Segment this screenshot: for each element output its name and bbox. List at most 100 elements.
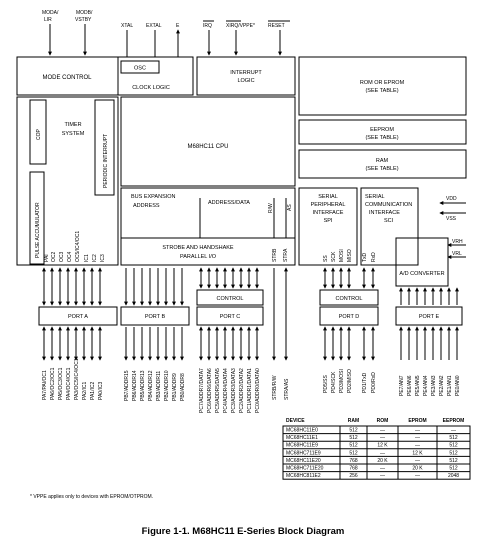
spi-label-1: SERIAL	[318, 194, 338, 200]
port-e-pin-label: PE7/AN7	[399, 375, 405, 396]
port-wire-group	[42, 267, 459, 361]
timer-signal-label: OC5/IC4/OC1	[75, 231, 81, 262]
vss-label: VSS	[446, 216, 457, 222]
port-c-pin-label: PC7/ADDR7/DATA7	[199, 368, 205, 413]
table-cell: MC68HC11E0	[286, 428, 318, 434]
table-header: ROM	[377, 418, 389, 424]
port-b-block	[120, 306, 190, 326]
pulse-accumulator-label: PULSE ACCUMULATOR	[35, 202, 41, 258]
table-cell: —	[415, 435, 420, 441]
table-header: EPROM	[408, 418, 426, 424]
table-header: DEVICE	[286, 418, 305, 424]
port-c-pin-label: PC5/ADDR5/DATA5	[215, 368, 221, 413]
timer-label-1: TIMER	[64, 122, 81, 128]
timer-system-block	[16, 96, 119, 266]
port-b-pin-label: PB3/ADDR11	[156, 371, 162, 401]
periodic-interrupt-block	[94, 99, 115, 196]
bus-exp-label-1: BUS EXPANSION	[131, 194, 176, 200]
control-d-label: CONTROL	[336, 296, 363, 302]
port-d-pin-label: PD1/TxD	[362, 372, 368, 393]
as-label: AS	[287, 204, 293, 211]
timer-signal-label: IC2	[92, 254, 98, 262]
timer-signal-label: OC4	[67, 252, 73, 263]
port-a-pin-label: PA7/PAI/OC1	[42, 370, 48, 400]
rom-label-2: (SEE TABLE)	[365, 88, 398, 94]
timer-label-2: SYSTEM	[62, 131, 85, 137]
clock-logic-label: CLOCK LOGIC	[132, 85, 170, 91]
interrupt-label-1: INTERRUPT	[230, 70, 262, 76]
cpu-block	[120, 96, 296, 187]
sci-label-2: COMMUNICATION	[365, 202, 412, 208]
table-cell: 512	[449, 450, 458, 456]
spi-signal-label: MISO	[347, 249, 353, 262]
spi-signal-label: SCK	[331, 251, 337, 262]
sci-signal-label: TxD	[362, 252, 368, 262]
table-cell: 12 K	[377, 443, 388, 449]
control-d-block	[319, 289, 379, 306]
interrupt-label-2: LOGIC	[237, 78, 254, 84]
timer-signal-label: OC3	[59, 252, 65, 263]
eeprom-label-2: (SEE TABLE)	[365, 135, 398, 141]
xirq-label: XIRQ/VPPE*	[226, 23, 255, 29]
port-b-pin-label: PB4/ADDR12	[148, 370, 154, 401]
extal-label: EXTAL	[146, 23, 162, 29]
port-e-pin-label: PE3/AN3	[431, 375, 437, 396]
timer-signal-label: IC3	[100, 254, 106, 262]
port-b-pin-label: PB7/ADDR15	[124, 370, 130, 401]
table-cell: 20 K	[412, 466, 423, 472]
table-cell: 12 K	[412, 450, 423, 456]
table-cell: 256	[349, 473, 358, 479]
port-e-pin-label: PE4/AN4	[423, 375, 429, 396]
vrh-label: VRH	[452, 239, 463, 245]
port-a-pin-label: PA3/OC5/IC4/OC1	[74, 358, 80, 400]
port-c-block	[196, 306, 264, 326]
strobe-handshake-block	[120, 237, 296, 266]
e-label: E	[176, 23, 180, 29]
sci-label-4: SCI	[384, 218, 394, 224]
sci-label-1: SERIAL	[365, 194, 385, 200]
port-c-label: PORT C	[220, 314, 241, 320]
table-cell: 512	[349, 435, 358, 441]
port-d-pin-label: PD0/RxD	[371, 372, 377, 393]
timer-signal-label: IC1	[84, 254, 90, 262]
port-c-pin-label: PC2/ADDR2/DATA2	[239, 368, 245, 413]
port-c-pin-label: PC3/ADDR3/DATA3	[231, 368, 237, 413]
timer-signal-label: OC2	[51, 252, 57, 263]
table-cell: 20 K	[377, 458, 388, 464]
table-cell: 512	[349, 450, 358, 456]
reset-label: RESET	[268, 23, 285, 29]
interrupt-logic-block	[196, 56, 296, 96]
port-a-pin-label: PA4/OC4/OC1	[66, 367, 72, 400]
sci-label-3: INTERFACE	[369, 210, 400, 216]
port-a-block	[38, 306, 118, 326]
table-cell: —	[380, 450, 385, 456]
cop-block	[29, 99, 47, 165]
xtal-label: XTAL	[121, 23, 133, 29]
table-frame	[282, 425, 471, 480]
bus-exp-label-2: ADDRESS	[133, 203, 160, 209]
table-header: RAM	[348, 418, 359, 424]
port-d-label: PORT D	[339, 314, 360, 320]
modb-label: MODB/	[76, 10, 93, 16]
clock-block	[117, 56, 194, 96]
strb-inner-label: STRB	[272, 248, 278, 262]
table-cell: 768	[349, 466, 358, 472]
port-b-pin-label: PB1/ADDR9	[172, 373, 178, 401]
sci-block	[360, 187, 419, 266]
osc-label: OSC	[134, 66, 146, 72]
port-b-pin-label: PB0/ADDR8	[180, 373, 186, 401]
spi-signal-label: MOSI	[339, 249, 345, 262]
port-e-pin-label: PE0/AN0	[455, 375, 461, 396]
table-header: EEPROM	[443, 418, 465, 424]
eeprom-label-1: EEPROM	[370, 127, 394, 133]
table-cell: —	[380, 466, 385, 472]
ad-converter-label: A/D CONVERTER	[399, 271, 444, 277]
port-b-pin-label: PB6/ADDR14	[132, 370, 138, 401]
strobe-pin-label: STRA/AS	[284, 378, 290, 400]
port-a-pin-label: PA0/IC3	[98, 382, 104, 400]
moda-label: MODA/	[42, 10, 59, 16]
